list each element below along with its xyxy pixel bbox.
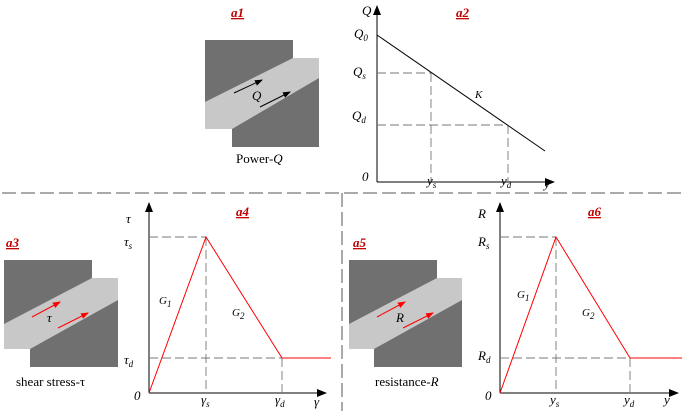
tick-taud-a4: τd <box>124 352 134 369</box>
panel-tag-a5: a5 <box>353 235 367 250</box>
tick-gs-a4: γs <box>201 392 210 409</box>
panel-a5: a5 R resistance-R <box>349 235 462 389</box>
resistance-curve-a6 <box>499 235 682 394</box>
panel-a2: a2 Q y 0 Q0 Qs Qd ys yd K <box>352 3 555 191</box>
x-axis-label-a2: y <box>542 176 550 191</box>
panel-tag-a2: a2 <box>456 5 470 20</box>
x-axis-label-a6: y <box>662 392 670 407</box>
tick-ys-a2: ys <box>425 173 437 190</box>
block-label-a1: Q <box>252 88 262 103</box>
y-axis-label-a6: R <box>477 206 486 221</box>
resistance-arrow-icon <box>376 301 406 318</box>
slope-label-g1-a4: G1 <box>159 295 171 309</box>
panel-a4: a4 τ γ 0 τs τd γs γd G1 G2 <box>124 202 331 409</box>
slope-label-g2-a6: G2 <box>582 307 595 321</box>
tick-ys-a6: ys <box>548 392 560 409</box>
shear-arrow-icon <box>233 79 263 94</box>
caption-a1: Power-Q <box>236 151 283 166</box>
panel-tag-a6: a6 <box>588 204 602 219</box>
tick-q0-a2: Q0 <box>354 26 368 43</box>
x-axis-label-a4: γ <box>314 394 320 409</box>
origin-label-a6: 0 <box>485 388 492 403</box>
k-line-a2 <box>376 34 546 152</box>
caption-a5: resistance-R <box>375 374 439 389</box>
stress-arrow-icon <box>31 301 61 318</box>
line-label-k-a2: K <box>474 89 483 101</box>
shear-arrow-icon <box>259 91 291 108</box>
block-label-a5: R <box>395 310 404 325</box>
resistance-arrow-icon <box>402 312 434 329</box>
sheared-block-a5: R <box>349 260 462 367</box>
block-label-a3: τ <box>47 310 53 325</box>
panel-tag-a3: a3 <box>6 235 20 250</box>
y-axis-label-a2: Q <box>362 3 372 18</box>
slope-label-g2-a4: G2 <box>232 307 245 321</box>
stress-curve-a4 <box>148 235 331 394</box>
stress-arrow-icon <box>57 312 89 329</box>
caption-a3: shear stress-τ <box>16 374 85 389</box>
origin-label-a4: 0 <box>134 388 141 403</box>
panel-tag-a1: a1 <box>231 5 244 20</box>
tick-yd-a2: yd <box>499 173 512 190</box>
panel-separators <box>2 192 683 411</box>
origin-label-a2: 0 <box>362 169 369 184</box>
tick-yd-a6: yd <box>622 392 635 409</box>
tick-rs-a6: Rs <box>477 234 490 251</box>
sheared-block-a3: τ <box>4 260 118 367</box>
tick-qs-a2: Qs <box>353 64 366 81</box>
panel-a3: a3 τ shear stress-τ <box>4 235 118 389</box>
tick-gd-a4: γd <box>275 392 285 409</box>
tick-taus-a4: τs <box>124 234 133 251</box>
panel-a1: a1 Q Power-Q <box>205 5 319 166</box>
y-axis-label-a4: τ <box>126 211 132 226</box>
slope-label-g1-a6: G1 <box>517 289 529 303</box>
tick-qd-a2: Qd <box>352 108 366 125</box>
sheared-block-a1: Q <box>205 40 319 147</box>
tick-rd-a6: Rd <box>477 348 491 365</box>
panel-tag-a4: a4 <box>236 204 250 219</box>
panel-a6: a6 R y 0 Rs Rd ys yd G1 G2 <box>477 202 682 409</box>
